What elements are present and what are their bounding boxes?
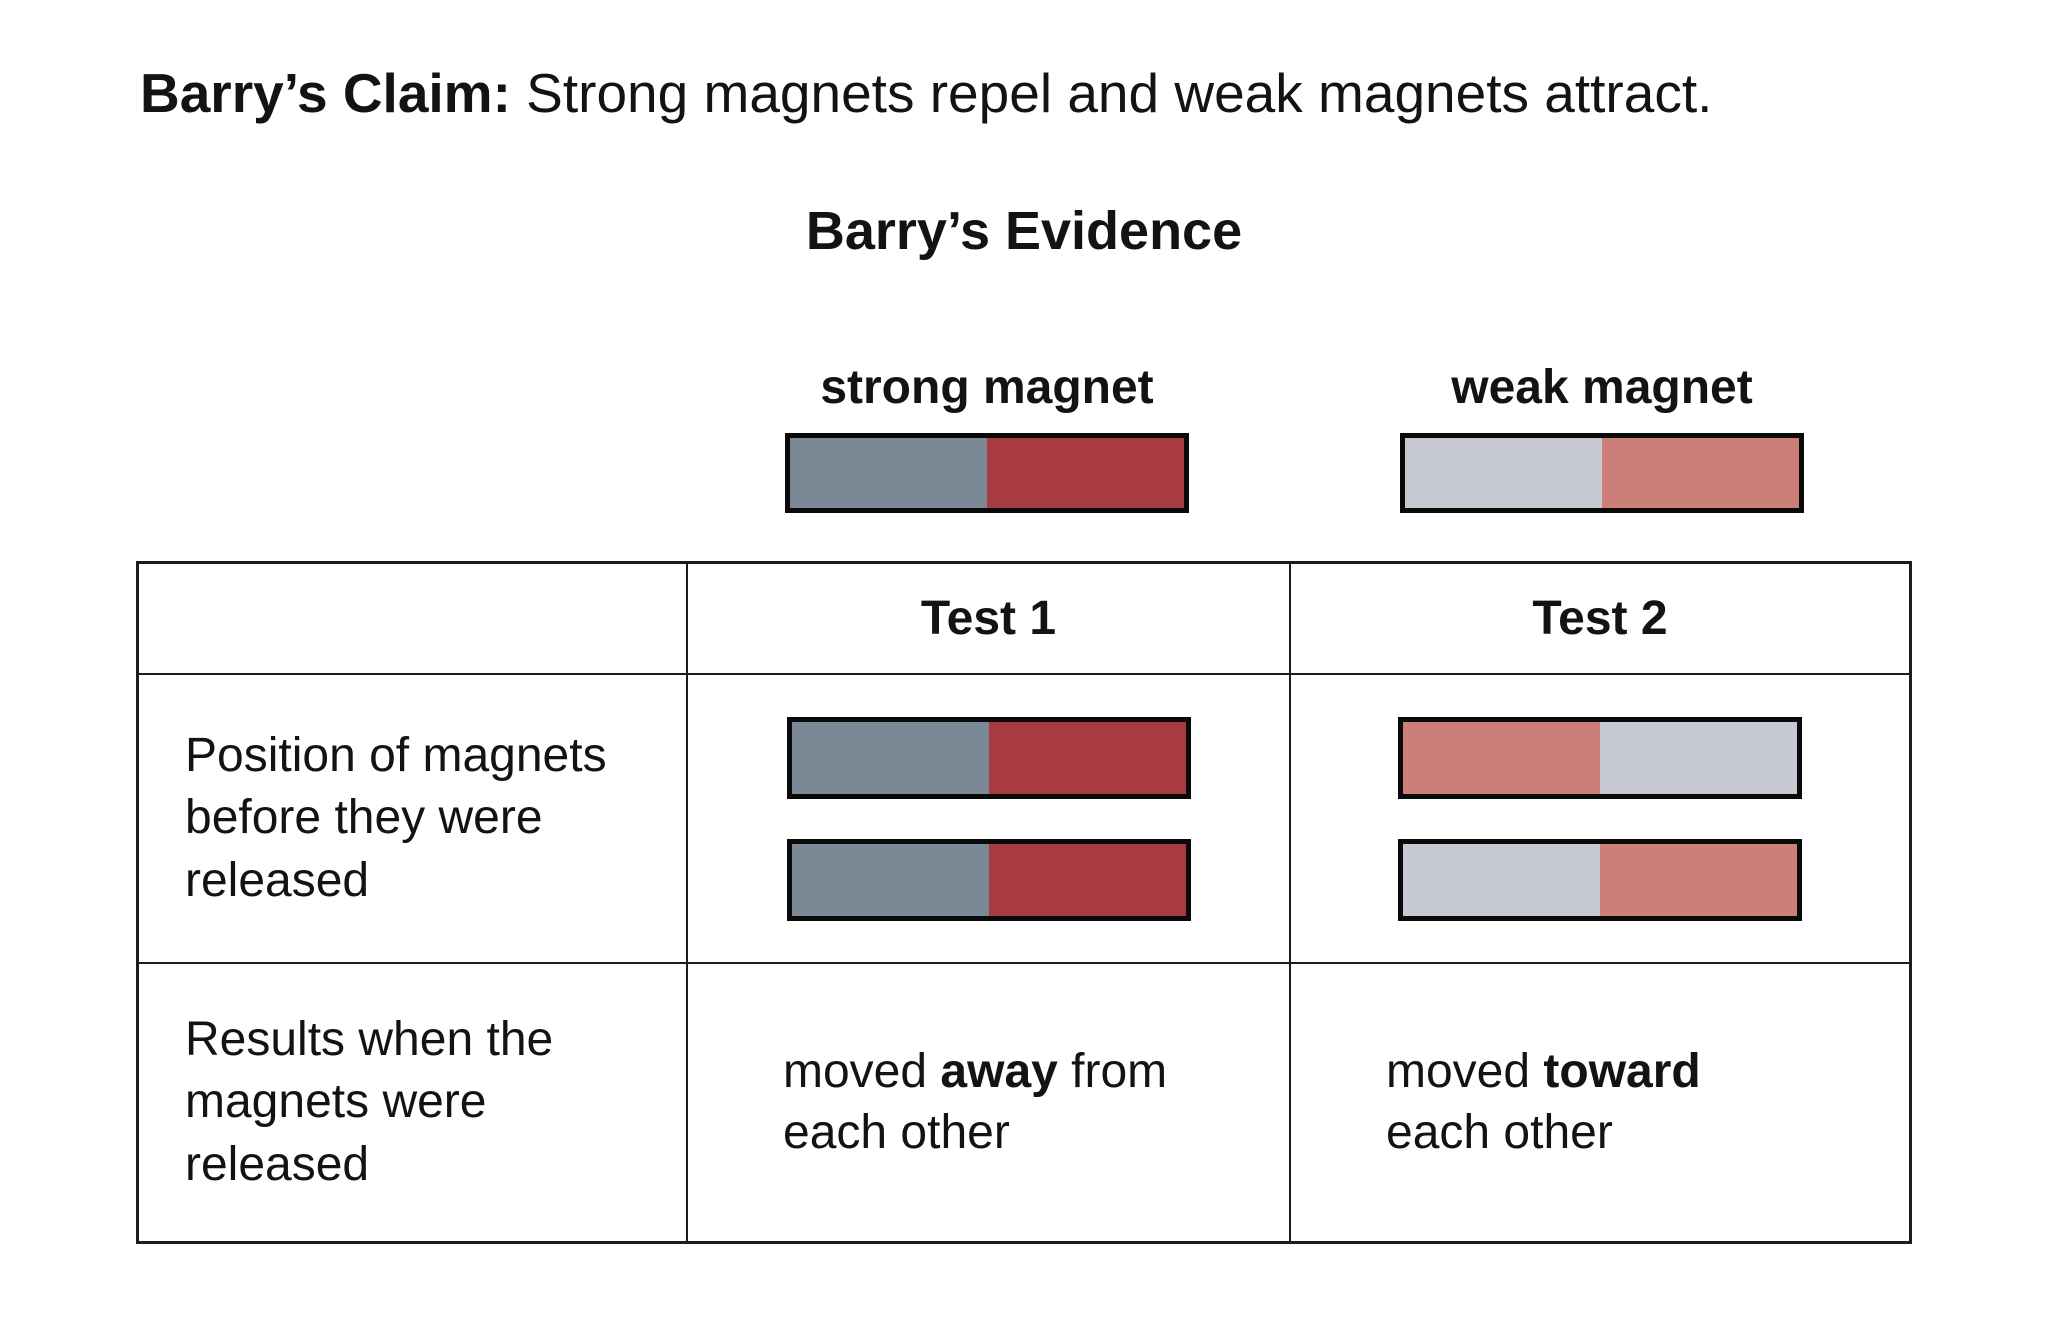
strong-magnet-label: strong magnet	[820, 361, 1154, 414]
table-corner-cell	[139, 564, 688, 675]
strong-magnet-illustration	[785, 433, 1189, 513]
result-text: moved	[1386, 1044, 1544, 1098]
row-label-line: magnets were	[185, 1075, 487, 1129]
magnet-pole-left	[791, 843, 989, 916]
magnet-pole-right	[988, 721, 1186, 794]
claim-title: Barry’s Claim: Strong magnets repel and …	[140, 62, 1712, 125]
result-text: from	[1057, 1044, 1168, 1098]
result-keyword: toward	[1543, 1044, 1701, 1098]
row-label-position: Position of magnets before they were rel…	[139, 675, 688, 964]
test2-result-cell: moved toward each other	[1291, 964, 1909, 1241]
test2-result-line2: each other	[1386, 1105, 1613, 1159]
table-header-test2: Test 2	[1291, 564, 1909, 675]
test1-result-line1: moved away from	[783, 1042, 1289, 1103]
test2-position-cell	[1291, 675, 1909, 964]
magnet-pole-right	[988, 843, 1186, 916]
test2-result-line1: moved toward	[1386, 1042, 1909, 1103]
claim-title-lead: Barry’s Claim:	[140, 62, 511, 124]
result-text: moved	[783, 1044, 941, 1098]
magnet-pole-right	[1602, 438, 1799, 508]
magnet-pole-left	[1405, 438, 1602, 508]
magnet-pole-left	[791, 721, 989, 794]
magnet-pole-right	[1600, 843, 1797, 916]
magnet-pole-right	[987, 438, 1184, 508]
weak-magnet-illustration	[1400, 433, 1804, 513]
evidence-heading: Barry’s Evidence	[805, 201, 1243, 261]
table-header-test1: Test 1	[688, 564, 1291, 675]
test1-bottom-magnet	[786, 838, 1191, 921]
magnet-pole-left	[1403, 843, 1600, 916]
row-label-line: Results when the	[185, 1012, 554, 1066]
magnet-pole-right	[1600, 721, 1797, 794]
row-label-line: before they were	[185, 791, 543, 845]
test1-result-line2: each other	[783, 1105, 1010, 1159]
result-keyword: away	[940, 1044, 1058, 1098]
row-label-line: released	[185, 853, 370, 907]
test1-top-magnet	[786, 716, 1191, 799]
claim-title-text: Strong magnets repel and weak magnets at…	[510, 62, 1713, 124]
test1-position-cell	[688, 675, 1291, 964]
test2-top-magnet	[1398, 716, 1802, 799]
magnet-pole-left	[790, 438, 987, 508]
weak-magnet-label: weak magnet	[1451, 361, 1753, 414]
row-label-line: Position of magnets	[185, 728, 607, 782]
evidence-table: Test 1 Test 2 Position of magnets before…	[136, 561, 1912, 1244]
magnet-pole-left	[1403, 721, 1600, 794]
test2-bottom-magnet	[1398, 838, 1802, 921]
row-label-line: released	[185, 1137, 370, 1191]
test1-result-cell: moved away from each other	[688, 964, 1291, 1241]
row-label-results: Results when the magnets were released	[139, 964, 688, 1241]
